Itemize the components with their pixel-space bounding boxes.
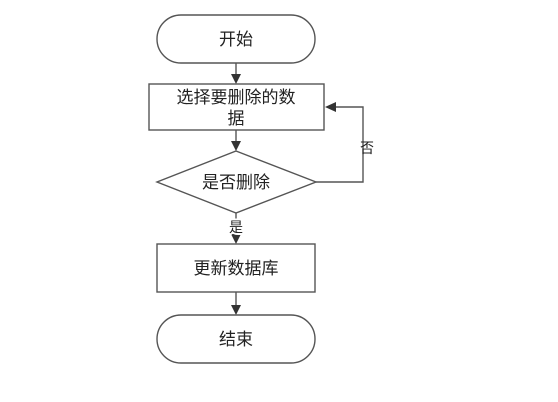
- edge-yes-label: 是: [229, 220, 243, 236]
- edge-decision-yes: 是: [227, 213, 245, 244]
- select-data-node: 选择要删除的数 据: [148, 83, 325, 131]
- select-data-node-label-line2: 据: [228, 109, 245, 129]
- select-data-node-shape: [148, 83, 325, 131]
- end-node-shape: [156, 314, 316, 364]
- end-node: 结束: [156, 314, 316, 364]
- start-node: 开始: [156, 14, 316, 64]
- edge-decision-no-arrowhead: [325, 102, 336, 112]
- update-db-node: 更新数据库: [156, 243, 316, 293]
- decision-node-label: 是否删除: [202, 173, 270, 193]
- edge-update-to-end: [231, 292, 241, 315]
- edge-decision-no-line: [316, 106, 364, 183]
- decision-node: 是否删除: [155, 150, 318, 214]
- end-node-label: 结束: [219, 330, 253, 350]
- edge-select-to-decision: [231, 130, 241, 151]
- update-db-node-shape: [156, 243, 316, 293]
- select-data-node-label-line1: 选择要删除的数: [177, 88, 296, 108]
- edge-start-to-select: [231, 63, 241, 84]
- edge-update-to-end-arrowhead: [231, 305, 241, 315]
- edge-decision-no: 否: [316, 102, 374, 183]
- update-db-node-label: 更新数据库: [194, 259, 279, 279]
- start-node-label: 开始: [219, 30, 253, 50]
- edge-decision-yes-arrowhead: [231, 234, 241, 244]
- edge-start-to-select-arrowhead: [231, 74, 241, 84]
- edge-select-to-decision-arrowhead: [231, 141, 241, 151]
- edge-no-label: 否: [360, 141, 374, 157]
